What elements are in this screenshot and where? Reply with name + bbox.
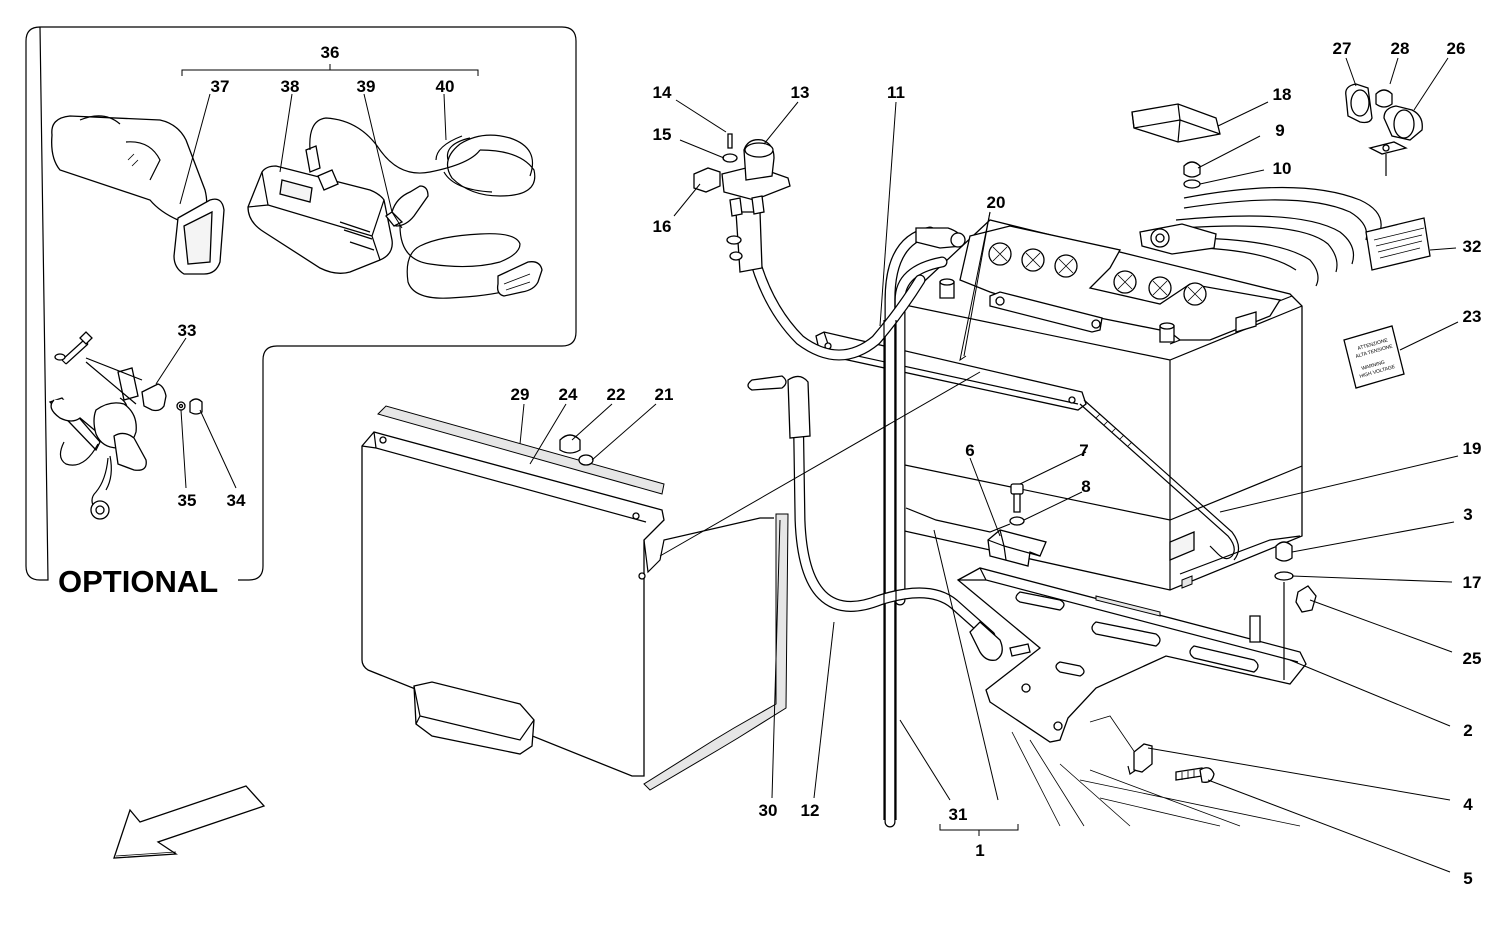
callout-13: 13: [791, 83, 810, 102]
terminal-washer: [1183, 179, 1201, 189]
callout-37: 37: [211, 77, 230, 96]
tray-nut: [1275, 541, 1293, 562]
callout-38: 38: [281, 77, 300, 96]
carry-bag: [51, 115, 225, 275]
tie-rod: [1079, 399, 1240, 561]
optional-inset-frame: [25, 26, 577, 581]
direction-arrow: [113, 785, 266, 859]
callout-3: 3: [1463, 505, 1472, 524]
callout-numbers: 36 37 38 39 40 33 35 34 14 13 11 15 16 1…: [178, 39, 1482, 888]
callout-14: 14: [653, 83, 672, 102]
callout-22: 22: [607, 385, 626, 404]
callout-35: 35: [178, 491, 197, 510]
callout-30: 30: [759, 801, 778, 820]
arrow-shadow: [115, 851, 177, 857]
callout-9: 9: [1275, 121, 1284, 140]
cover-nut: [559, 434, 581, 454]
tray-stud: [1283, 582, 1317, 680]
callout-39: 39: [357, 77, 376, 96]
callout-5: 5: [1463, 869, 1472, 888]
callout-21: 21: [655, 385, 674, 404]
clamp-washer: [1009, 516, 1025, 526]
callout-23: 23: [1463, 307, 1482, 326]
optional-label: OPTIONAL: [58, 564, 218, 599]
battery-tray: [956, 567, 1307, 743]
cover-washer: [578, 454, 594, 466]
switch-nut: [693, 167, 721, 193]
tray-washer: [1274, 571, 1294, 581]
callout-15: 15: [653, 125, 672, 144]
switch-screw: [727, 133, 733, 149]
battery-charger: [247, 117, 543, 299]
positive-cables: [1139, 186, 1382, 287]
terminal-nut: [1183, 161, 1201, 178]
callout-31: 31: [949, 805, 968, 824]
callout-10: 10: [1273, 159, 1292, 178]
callout-16: 16: [653, 217, 672, 236]
callout-11: 11: [887, 83, 905, 102]
bracket-clip: [1127, 743, 1153, 775]
callout-2: 2: [1463, 721, 1472, 740]
vent-tube: [883, 320, 897, 820]
cable-clamps: [1345, 83, 1423, 176]
callout-34: 34: [227, 491, 246, 510]
callout-27: 27: [1333, 39, 1352, 58]
warning-decal: ATTENZIONE ALTA TENSIONE WARNING HIGH VO…: [1343, 325, 1405, 389]
callout-40: 40: [436, 77, 455, 96]
callout-6: 6: [965, 441, 974, 460]
callout-29: 29: [511, 385, 530, 404]
leader-lines: [155, 57, 1459, 873]
info-decal: [1365, 217, 1431, 271]
body-panel-lines: [1011, 715, 1301, 827]
gasket: [643, 513, 789, 791]
callout-26: 26: [1447, 39, 1466, 58]
callout-8: 8: [1081, 477, 1090, 496]
callout-25: 25: [1463, 649, 1482, 668]
callout-36: 36: [321, 43, 340, 62]
callout-17: 17: [1463, 573, 1482, 592]
switch-washer: [722, 153, 738, 163]
callout-4: 4: [1463, 795, 1473, 814]
main-cable: [884, 226, 966, 828]
battery: [899, 219, 1303, 591]
battery-clamp: [987, 529, 1047, 567]
ground-cable: [747, 375, 1031, 661]
group-bracket-36: [181, 64, 479, 76]
callout-7: 7: [1079, 441, 1088, 460]
callout-12: 12: [801, 801, 820, 820]
optional-cutoff-switch: [48, 331, 203, 520]
callout-32: 32: [1463, 237, 1482, 256]
battery-box-cover: [361, 405, 774, 777]
terminal-cover: [1131, 103, 1221, 143]
callout-28: 28: [1391, 39, 1410, 58]
callout-1: 1: [975, 841, 984, 860]
callout-18: 18: [1273, 85, 1292, 104]
callout-19: 19: [1463, 439, 1482, 458]
mounting-screw: [1175, 767, 1215, 783]
callout-20: 20: [987, 193, 1006, 212]
clamp-bolt: [1010, 483, 1024, 513]
group-bracket-1: [939, 824, 1019, 836]
callout-33: 33: [178, 321, 197, 340]
callout-24: 24: [559, 385, 578, 404]
battery-switch: [721, 139, 791, 261]
